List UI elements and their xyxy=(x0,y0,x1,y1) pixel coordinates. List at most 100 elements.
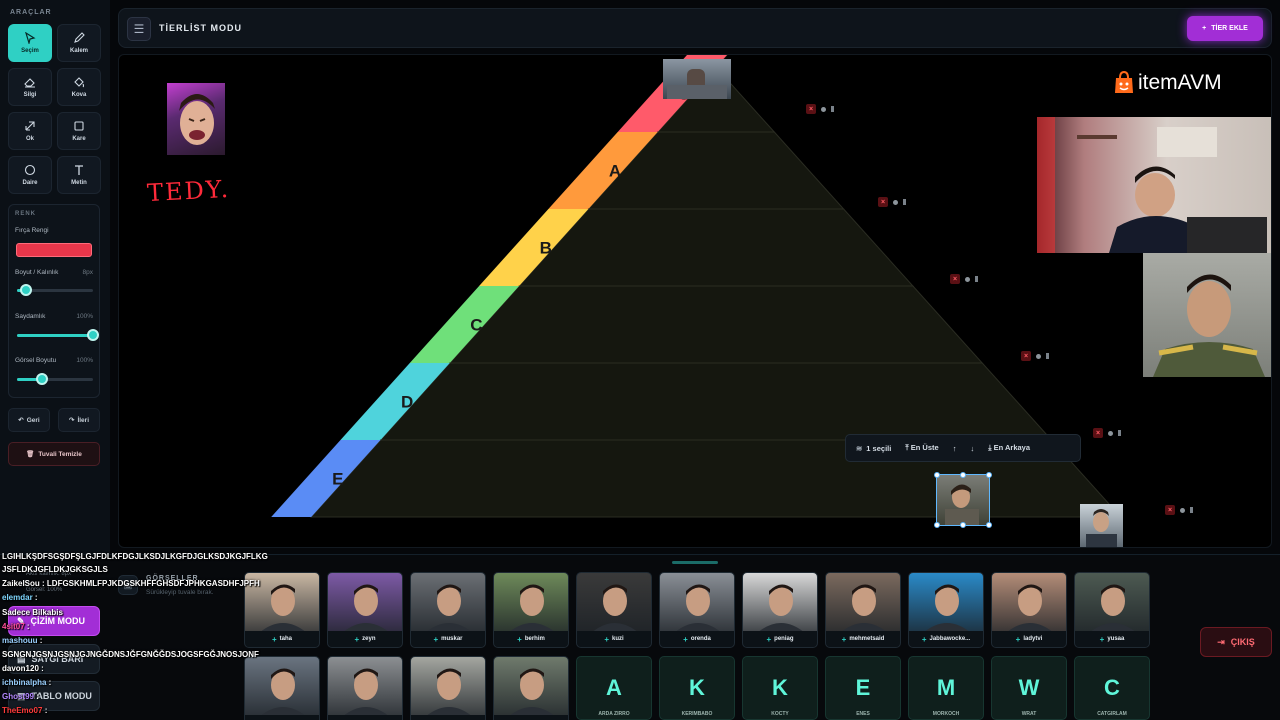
draw-mode-button[interactable]: ✎ÇİZİM MODU xyxy=(8,606,100,636)
tool-arrow-button[interactable]: Ok xyxy=(8,112,52,150)
gallery-image-card[interactable]: +mehmetsaid xyxy=(825,572,901,648)
tool-select-button[interactable]: Seçim xyxy=(8,24,52,62)
chat-username[interactable]: Ghost99 xyxy=(2,692,37,701)
tier-label-c[interactable]: C xyxy=(470,316,482,335)
settings-icon[interactable] xyxy=(821,106,826,112)
settings-icon[interactable] xyxy=(1180,507,1185,513)
resize-handle[interactable] xyxy=(934,472,940,478)
tier-e-image[interactable] xyxy=(1080,504,1123,547)
gallery-image-card[interactable]: +Jabbawocke... xyxy=(908,572,984,648)
respect-bar-button[interactable]: ▤SAYGI BARI xyxy=(8,644,100,674)
gallery-image-card[interactable]: +peniag xyxy=(742,572,818,648)
gallery-image-card[interactable]: +berhim xyxy=(493,572,569,648)
table-mode-button[interactable]: ▦TABLO MODU xyxy=(8,681,100,711)
settings-icon[interactable] xyxy=(893,199,898,205)
gallery-image-card[interactable]: +yusaa xyxy=(1074,572,1150,648)
exit-button[interactable]: ⇥ÇIKIŞ xyxy=(1200,627,1272,657)
settings-icon[interactable] xyxy=(1036,353,1041,359)
tool-eraser-button[interactable]: Silgi xyxy=(8,68,52,106)
gallery-image-card[interactable]: +zeyn xyxy=(327,572,403,648)
delete-tier-icon[interactable]: × xyxy=(1165,505,1175,515)
gallery-image-card[interactable]: +ladytvi xyxy=(991,572,1067,648)
brush-color-swatch[interactable] xyxy=(16,243,92,257)
tool-bucket-button[interactable]: Kova xyxy=(57,68,101,106)
drag-handle-icon[interactable] xyxy=(1046,353,1049,359)
redo-button[interactable]: ↷İleri xyxy=(58,408,100,432)
gallery-image-card[interactable]: +taha xyxy=(244,572,320,648)
gallery-image-card[interactable]: +burcha xyxy=(327,656,403,720)
tier-s-image[interactable] xyxy=(663,59,731,99)
image-size-slider-knob[interactable] xyxy=(36,373,49,385)
clear-canvas-button[interactable]: 🗑Tuvali Temizle xyxy=(8,442,100,466)
delete-tier-icon[interactable]: × xyxy=(1021,351,1031,361)
gallery-image-card[interactable]: +orenda xyxy=(659,572,735,648)
tool-circle-button[interactable]: Daire xyxy=(8,156,52,194)
delete-tier-icon[interactable]: × xyxy=(878,197,888,207)
resize-handle[interactable] xyxy=(934,522,940,528)
gallery-image-card[interactable]: +saidaro xyxy=(244,656,320,720)
settings-icon[interactable] xyxy=(1108,430,1113,436)
settings-icon[interactable] xyxy=(965,276,970,282)
opacity-slider-knob[interactable] xyxy=(87,329,99,341)
streamer-face-image[interactable] xyxy=(167,83,225,155)
panel-resize-handle[interactable] xyxy=(672,561,718,564)
tier-label-a[interactable]: A xyxy=(609,162,621,181)
add-tier-button[interactable]: +TİER EKLE xyxy=(1187,16,1263,41)
tool-text-button[interactable]: Metin xyxy=(57,156,101,194)
drag-handle-icon[interactable] xyxy=(903,199,906,205)
delete-tier-icon[interactable]: × xyxy=(950,274,960,284)
tier-label-d[interactable]: D xyxy=(401,393,413,412)
tierlist-canvas[interactable]: SABCDE TEDY. × × × × × × itemAVM ≋ 1 seç… xyxy=(118,54,1272,548)
tier-band-d[interactable] xyxy=(340,363,450,440)
chat-username[interactable]: mashouu xyxy=(2,636,40,645)
tier-band-b[interactable] xyxy=(479,209,589,286)
tier-band-c[interactable] xyxy=(409,286,520,363)
size-slider-knob[interactable] xyxy=(20,284,33,296)
move-up-icon[interactable]: ↑ xyxy=(952,443,957,453)
tier-label-b[interactable]: B xyxy=(540,239,552,258)
bring-front-button[interactable]: ⤒ En Üste xyxy=(905,443,938,453)
delete-tier-icon[interactable]: × xyxy=(806,104,816,114)
chat-username[interactable]: 4sit07 xyxy=(2,622,27,631)
size-slider[interactable] xyxy=(17,284,93,296)
tier-row-d[interactable] xyxy=(379,362,1053,441)
chat-username[interactable]: elemdar xyxy=(2,593,35,602)
send-back-button[interactable]: ⤓ En Arkaya xyxy=(988,443,1030,453)
undo-button[interactable]: ↶Geri xyxy=(8,408,50,432)
tool-pen-button[interactable]: Kalem xyxy=(57,24,101,62)
tier-row-c[interactable] xyxy=(448,285,984,364)
image-size-slider[interactable] xyxy=(17,373,93,385)
handwriting-text[interactable]: TEDY. xyxy=(146,174,231,208)
tier-band-e[interactable] xyxy=(271,440,381,517)
chat-username[interactable]: ichbinalpha xyxy=(2,678,49,687)
move-down-icon[interactable]: ↓ xyxy=(970,443,975,453)
resize-handle[interactable] xyxy=(960,522,966,528)
tier-row-b[interactable] xyxy=(517,208,915,287)
tier-band-a[interactable] xyxy=(548,132,658,209)
drag-handle-icon[interactable] xyxy=(1190,507,1193,513)
opacity-slider[interactable] xyxy=(17,329,99,341)
chat-username[interactable]: ZaikelSou xyxy=(2,579,43,588)
gallery-image-card[interactable]: +sykerkard xyxy=(410,656,486,720)
delete-tier-icon[interactable]: × xyxy=(1093,428,1103,438)
resize-handle[interactable] xyxy=(986,522,992,528)
tier-label-e[interactable]: E xyxy=(332,470,343,489)
chat-username[interactable]: davon120 xyxy=(2,664,42,673)
gallery-image-card[interactable]: +tmuvo xyxy=(493,656,569,720)
gallery-image-card[interactable]: +muskar xyxy=(410,572,486,648)
selected-image[interactable] xyxy=(936,474,990,526)
resize-handle[interactable] xyxy=(986,472,992,478)
chat-username[interactable]: TheEmo07 xyxy=(2,706,45,715)
drag-handle-icon[interactable] xyxy=(831,106,834,112)
gallery-image-card[interactable]: +kuzi xyxy=(576,572,652,648)
drag-handle-icon[interactable] xyxy=(1118,430,1121,436)
officer-portrait-image[interactable] xyxy=(1143,253,1271,377)
list-icon[interactable]: ☰ xyxy=(127,17,151,41)
